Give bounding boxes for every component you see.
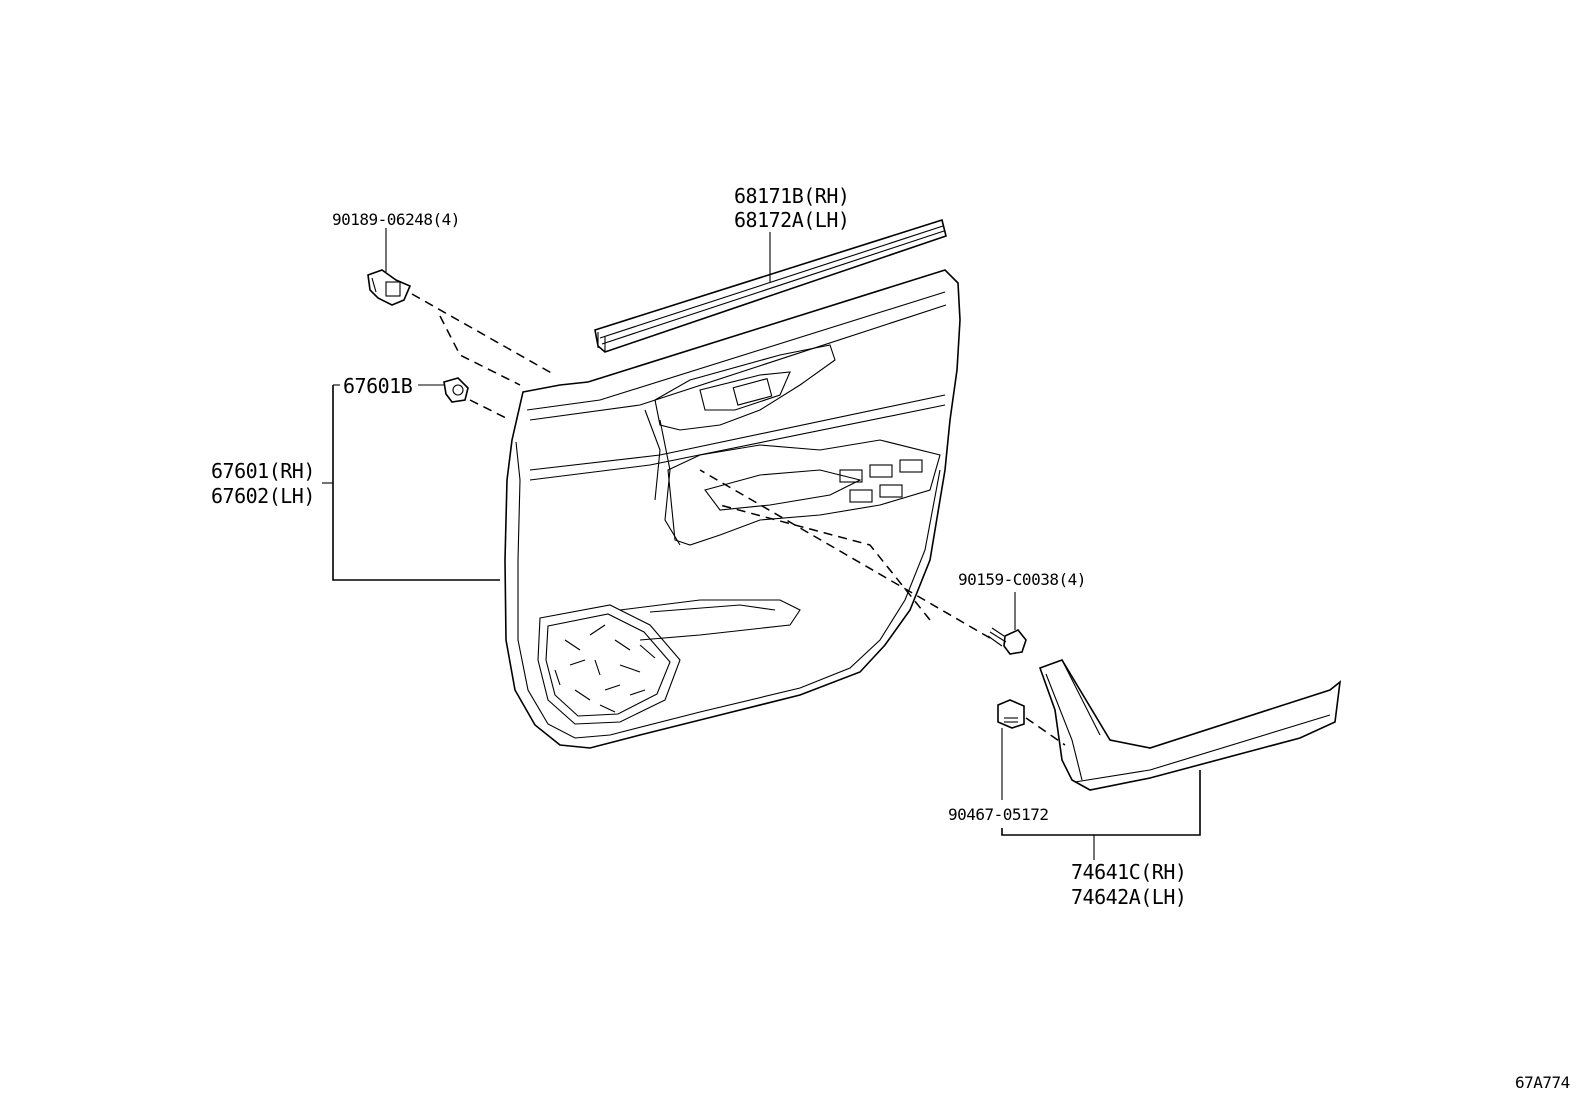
screw-drawing[interactable] (987, 627, 1027, 655)
label-door-trim-rh[interactable]: 67601(RH) (211, 459, 315, 483)
label-clip-67601b[interactable]: 67601B (343, 374, 413, 398)
bracket-door-trim (332, 385, 500, 581)
label-door-trim-lh[interactable]: 67602(LH) (211, 484, 315, 508)
label-weatherstrip-rh[interactable]: 68171B(RH) (734, 184, 850, 208)
label-weatherstrip-lh[interactable]: 68172A(LH) (734, 208, 850, 232)
dash-clip-upper (411, 293, 556, 376)
clip-lower-drawing[interactable] (997, 699, 1025, 729)
dash-clip-67601b (469, 399, 511, 421)
label-clip-lower[interactable]: 90467-05172 (948, 805, 1049, 824)
bracket-lower-garnish (1001, 770, 1201, 836)
clip-67601b-drawing[interactable] (443, 377, 469, 403)
label-lower-garnish-lh[interactable]: 74642A(LH) (1071, 885, 1187, 909)
dash-screw (699, 469, 991, 639)
label-lower-garnish-rh[interactable]: 74641C(RH) (1071, 860, 1187, 884)
lower-garnish-drawing[interactable] (1038, 659, 1342, 791)
clip-upper-drawing[interactable] (367, 269, 412, 306)
weatherstrip-drawing[interactable] (594, 218, 947, 353)
dash-clip-lower (1025, 717, 1066, 746)
label-clip-upper[interactable]: 90189-06248(4) (332, 210, 460, 229)
door-trim-panel-drawing[interactable] (504, 269, 961, 749)
label-screw[interactable]: 90159-C0038(4) (958, 570, 1086, 589)
diagram-code: 67A774 (1515, 1073, 1570, 1092)
